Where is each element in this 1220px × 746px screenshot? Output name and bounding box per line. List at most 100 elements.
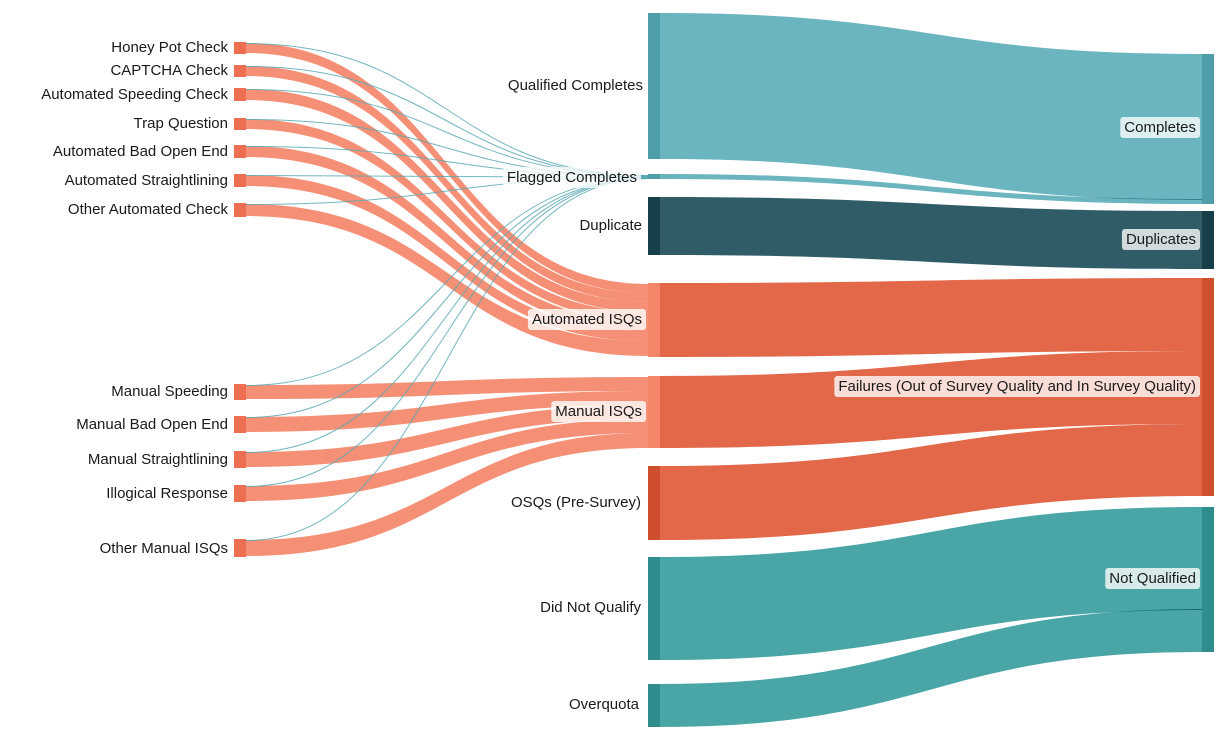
flow-illogical-to-manual-isqs bbox=[246, 419, 648, 501]
label-text-osqs: OSQs (Pre-Survey) bbox=[511, 494, 641, 511]
node-manual-speeding bbox=[234, 384, 246, 400]
label-bg-duplicates bbox=[1121, 228, 1200, 250]
label-manual-straight: Manual Straightlining bbox=[88, 451, 228, 468]
flow-osqs-to-failures bbox=[660, 424, 1202, 540]
label-text-trap: Trap Question bbox=[134, 115, 229, 132]
flow-other-manual-to-flagged bbox=[245, 178, 649, 541]
flow-illogical-to-flagged bbox=[245, 178, 649, 487]
node-manual-straight bbox=[234, 451, 246, 468]
label-text-manual-bad-open: Manual Bad Open End bbox=[76, 416, 228, 433]
flow-duplicate-to-duplicates bbox=[660, 197, 1202, 269]
sankey-flows bbox=[245, 13, 1202, 727]
flow-manual-bad-open-to-manual-isqs bbox=[246, 391, 648, 432]
label-text-other-auto: Other Automated Check bbox=[68, 201, 229, 218]
label-duplicate: Duplicate bbox=[579, 217, 642, 234]
label-duplicates: Duplicates bbox=[1121, 228, 1200, 250]
label-completes: Completes bbox=[1120, 116, 1200, 138]
label-bg-manual-isqs bbox=[551, 400, 646, 422]
label-failures: Failures (Out of Survey Quality and In S… bbox=[834, 375, 1200, 397]
node-qualified bbox=[648, 13, 660, 159]
flow-other-auto-to-auto-isqs bbox=[246, 204, 648, 356]
label-bg-failures bbox=[834, 375, 1200, 397]
node-captcha bbox=[234, 65, 246, 77]
label-text-flagged: Flagged Completes bbox=[507, 169, 637, 186]
node-not-qualified bbox=[1202, 507, 1214, 652]
flow-auto-straight-to-auto-isqs bbox=[246, 175, 648, 341]
node-flagged bbox=[648, 174, 660, 179]
label-captcha: CAPTCHA Check bbox=[110, 62, 228, 79]
node-manual-bad-open bbox=[234, 416, 246, 433]
label-text-qualified: Qualified Completes bbox=[508, 77, 643, 94]
label-text-illogical: Illogical Response bbox=[106, 485, 228, 502]
flow-honey-pot-to-auto-isqs bbox=[246, 43, 648, 293]
label-bg-auto-isqs bbox=[527, 308, 646, 330]
label-auto-speeding: Automated Speeding Check bbox=[41, 86, 228, 103]
label-bg-not-qualified bbox=[1105, 567, 1200, 589]
node-auto-speeding bbox=[234, 88, 246, 101]
flow-manual-bad-open-to-flagged bbox=[245, 178, 649, 418]
label-text-duplicates: Duplicates bbox=[1126, 231, 1196, 248]
label-not-qualified: Not Qualified bbox=[1105, 567, 1200, 589]
flow-manual-speeding-to-manual-isqs bbox=[246, 377, 648, 399]
label-text-overquota: Overquota bbox=[569, 696, 640, 713]
label-auto-straight: Automated Straightlining bbox=[65, 172, 228, 189]
label-text-other-manual: Other Manual ISQs bbox=[100, 540, 228, 557]
label-osqs: OSQs (Pre-Survey) bbox=[511, 494, 641, 511]
label-manual-bad-open: Manual Bad Open End bbox=[76, 416, 228, 433]
flow-auto-speeding-to-auto-isqs bbox=[246, 89, 648, 312]
flow-manual-straight-to-manual-isqs bbox=[246, 405, 648, 467]
label-text-honey-pot: Honey Pot Check bbox=[111, 39, 228, 56]
flow-trap-to-auto-isqs bbox=[246, 119, 648, 321]
node-manual-isqs bbox=[648, 376, 660, 448]
label-text-auto-bad-open: Automated Bad Open End bbox=[53, 143, 228, 160]
label-text-manual-isqs: Manual ISQs bbox=[555, 403, 642, 420]
sankey-nodes bbox=[234, 13, 1214, 727]
label-overquota: Overquota bbox=[569, 696, 640, 713]
label-illogical: Illogical Response bbox=[106, 485, 228, 502]
label-text-dnq: Did Not Qualify bbox=[540, 599, 641, 616]
flow-other-manual-to-manual-isqs bbox=[246, 433, 648, 556]
label-text-captcha: CAPTCHA Check bbox=[110, 62, 228, 79]
label-text-auto-straight: Automated Straightlining bbox=[65, 172, 228, 189]
label-manual-isqs: Manual ISQs bbox=[551, 400, 646, 422]
node-illogical bbox=[234, 485, 246, 502]
flow-qualified-to-completes bbox=[660, 13, 1202, 200]
label-text-manual-speeding: Manual Speeding bbox=[111, 383, 228, 400]
label-text-duplicate: Duplicate bbox=[579, 217, 642, 234]
node-auto-straight bbox=[234, 174, 246, 187]
node-overquota bbox=[648, 684, 660, 727]
label-auto-bad-open: Automated Bad Open End bbox=[53, 143, 228, 160]
flow-overquota-to-not-qualified bbox=[660, 609, 1202, 727]
node-failures bbox=[1202, 278, 1214, 496]
node-other-auto bbox=[234, 203, 246, 217]
node-osqs bbox=[648, 466, 660, 540]
label-other-manual: Other Manual ISQs bbox=[100, 540, 228, 557]
flow-captcha-to-auto-isqs bbox=[246, 66, 648, 302]
label-dnq: Did Not Qualify bbox=[540, 599, 641, 616]
flow-manual-straight-to-flagged bbox=[245, 178, 649, 453]
node-trap bbox=[234, 118, 246, 130]
node-completes bbox=[1202, 54, 1214, 204]
node-duplicates bbox=[1202, 211, 1214, 269]
label-other-auto: Other Automated Check bbox=[68, 201, 229, 218]
node-duplicate bbox=[648, 197, 660, 255]
flow-manual-isqs-to-failures bbox=[660, 351, 1202, 448]
flow-flagged-to-completes bbox=[660, 174, 1202, 204]
label-bg-flagged bbox=[502, 166, 641, 188]
label-bg-completes bbox=[1120, 116, 1200, 138]
label-text-not-qualified: Not Qualified bbox=[1109, 570, 1196, 587]
node-dnq bbox=[648, 557, 660, 660]
label-flagged: Flagged Completes bbox=[502, 166, 641, 188]
flow-dnq-to-not-qualified bbox=[660, 507, 1202, 660]
flow-auto-bad-open-to-auto-isqs bbox=[246, 146, 648, 331]
node-auto-bad-open bbox=[234, 145, 246, 158]
label-honey-pot: Honey Pot Check bbox=[111, 39, 228, 56]
label-qualified: Qualified Completes bbox=[508, 77, 643, 94]
label-text-completes: Completes bbox=[1124, 119, 1196, 136]
label-text-auto-isqs: Automated ISQs bbox=[532, 311, 642, 328]
label-text-manual-straight: Manual Straightlining bbox=[88, 451, 228, 468]
label-auto-isqs: Automated ISQs bbox=[527, 308, 646, 330]
flow-manual-speeding-to-flagged bbox=[245, 177, 649, 386]
